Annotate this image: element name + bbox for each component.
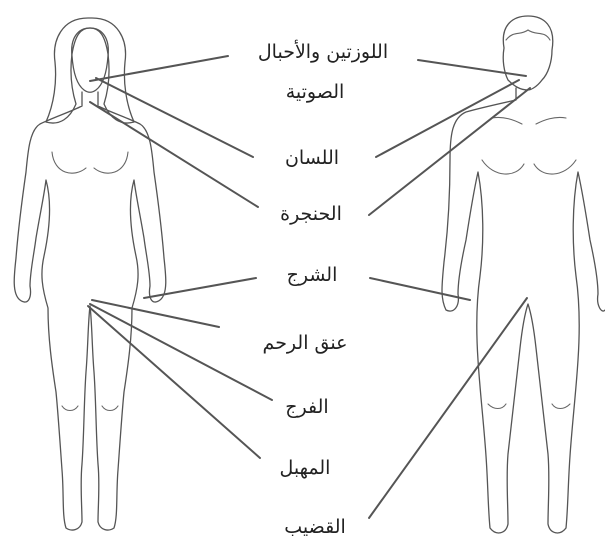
label-vagina: المهبل: [280, 457, 331, 479]
leader-tongue-female: [96, 78, 253, 157]
label-tonsils: اللوزتين والأحبال: [258, 40, 388, 63]
male-collarbone-right: [536, 117, 566, 124]
male-pec-right: [534, 160, 576, 174]
leader-tongue-male: [376, 80, 519, 157]
leader-lines: [88, 56, 530, 518]
male-hairline: [506, 30, 550, 40]
leader-penis: [369, 298, 527, 518]
female-knee-right: [102, 406, 118, 411]
female-breast-right: [94, 152, 128, 173]
label-penis: القضيب: [284, 516, 346, 538]
leader-tonsils-female: [90, 56, 228, 81]
male-knee-left: [488, 404, 506, 409]
female-figure: [14, 18, 166, 530]
leader-anus-female: [144, 278, 256, 298]
male-knee-right: [552, 404, 570, 409]
female-knee-left: [62, 406, 78, 411]
female-breast-left: [52, 152, 86, 173]
label-tonsils-line2: الصوتية: [286, 81, 345, 103]
male-collarbone-left: [492, 117, 522, 124]
male-body: [442, 88, 605, 533]
male-pec-left: [482, 160, 524, 174]
leader-vagina: [88, 306, 260, 458]
label-tongue: اللسان: [285, 147, 339, 169]
female-hair: [46, 18, 134, 123]
leader-cervix: [92, 300, 219, 327]
label-cervix: عنق الرحم: [263, 332, 348, 354]
label-larynx: الحنجرة: [280, 203, 342, 225]
label-anus: الشرج: [287, 264, 338, 286]
male-head: [503, 16, 553, 90]
leader-tonsils-male: [418, 60, 526, 76]
leader-anus-male: [370, 278, 470, 300]
labels: اللوزتين والأحبال الصوتية اللسان الحنجرة…: [258, 40, 388, 538]
label-vulva: الفرج: [285, 396, 328, 418]
